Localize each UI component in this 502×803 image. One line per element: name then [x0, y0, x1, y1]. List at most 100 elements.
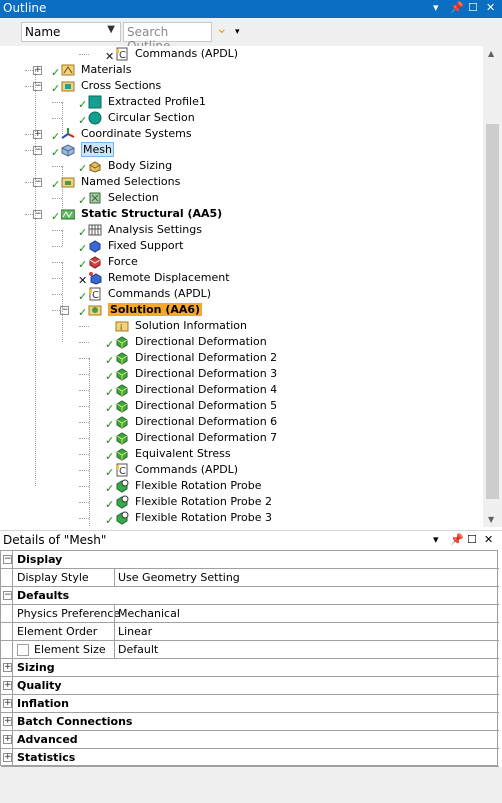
expand-icon[interactable]: + [33, 129, 42, 139]
tree-item[interactable]: +✓Coordinate Systems [0, 126, 483, 143]
tree-item[interactable]: ✓Directional Deformation 5 [0, 398, 483, 415]
tree-item-label: Analysis Settings [108, 223, 202, 236]
expand-icon[interactable]: + [3, 662, 12, 672]
tree-item[interactable]: −✓Solution (AA6) [0, 302, 483, 319]
check-status-icon: ✓ [105, 498, 115, 511]
tree-item[interactable]: −✓Mesh [0, 142, 483, 159]
collapse-icon[interactable]: − [3, 590, 12, 600]
details-category[interactable]: −Defaults [1, 587, 499, 605]
tree-connector [52, 278, 62, 279]
property-value[interactable]: Linear [118, 625, 153, 638]
collapse-icon[interactable]: − [33, 145, 42, 155]
close-icon[interactable]: ✕ [484, 533, 494, 546]
details-category[interactable]: +Quality [1, 677, 499, 695]
details-category[interactable]: −Display [1, 551, 499, 569]
tree-item[interactable]: ✓Flexible Rotation Probe 3 [0, 510, 483, 527]
expand-icon[interactable]: + [3, 698, 12, 708]
tree-item[interactable]: ✓Directional Deformation 7 [0, 430, 483, 447]
filter-dropdown-icon[interactable]: ▾ [235, 27, 240, 37]
tree-connector [52, 294, 62, 295]
details-category[interactable]: + Statistics [1, 749, 499, 767]
tree-item[interactable]: −✓Named Selections [0, 174, 483, 191]
tree-item[interactable]: −✓Cross Sections [0, 78, 483, 95]
tree-item[interactable]: ✓Flexible Rotation Probe 2 [0, 494, 483, 511]
tree-item[interactable]: ✓Extracted Profile1 [0, 94, 483, 111]
maximize-icon[interactable]: ☐ [467, 533, 477, 546]
property-value[interactable]: Use Geometry Setting [118, 571, 240, 584]
name-select[interactable]: Name ▼ [21, 22, 121, 42]
details-title: Details of "Mesh" [3, 533, 107, 547]
tree-item[interactable]: −✓Static Structural (AA5) [0, 206, 483, 223]
dropdown-icon[interactable]: ▾ [433, 533, 439, 546]
expand-icon[interactable]: + [3, 716, 12, 726]
scroll-thumb[interactable] [486, 124, 499, 499]
tree-item[interactable]: ✓Directional Deformation 6 [0, 414, 483, 431]
details-category[interactable]: +Batch Connections [1, 713, 499, 731]
collapse-icon[interactable]: − [33, 209, 42, 219]
tree-item[interactable]: ✓Directional Deformation 4 [0, 382, 483, 399]
check-status-icon: ✓ [105, 402, 115, 415]
tree-item-label: Mesh [81, 142, 114, 157]
collapse-icon[interactable]: − [3, 554, 12, 564]
property-checkbox[interactable] [17, 644, 29, 656]
tree-item[interactable]: ✓Fixed Support [0, 238, 483, 255]
name-select-value: Name [25, 25, 61, 39]
tree-item[interactable]: ✓Directional Deformation 2 [0, 350, 483, 367]
tree-item[interactable]: ✓Analysis Settings [0, 222, 483, 239]
tree-item[interactable]: ✓Circular Section [0, 110, 483, 127]
details-category[interactable]: +Inflation [1, 695, 499, 713]
expand-icon[interactable]: + [33, 65, 42, 75]
tree-item[interactable]: ✓Selection [0, 190, 483, 207]
collapse-icon[interactable]: − [33, 177, 42, 187]
search-input[interactable]: Search Outline [123, 22, 212, 53]
expand-icon[interactable]: + [3, 752, 12, 762]
outline-scrollbar[interactable]: ▲ ▼ [483, 46, 502, 527]
details-category[interactable]: + Advanced [1, 731, 499, 749]
tree-item[interactable]: ✓Directional Deformation 3 [0, 366, 483, 383]
expand-icon[interactable]: + [3, 680, 12, 690]
column-divider [114, 605, 115, 622]
tree-item-label: Directional Deformation 6 [135, 415, 278, 428]
result-icon [115, 431, 129, 445]
maximize-icon[interactable]: ☐ [468, 1, 478, 14]
scroll-up-icon[interactable]: ▲ [488, 49, 495, 58]
tree-connector [79, 374, 89, 375]
commands-icon: C [115, 463, 129, 477]
tree-item[interactable]: ✕Remote Displacement [0, 270, 483, 287]
tree-item[interactable]: ✓Directional Deformation [0, 334, 483, 351]
collapse-icon[interactable]: − [33, 81, 42, 91]
property-value[interactable]: Mechanical [118, 607, 180, 620]
pin-icon[interactable]: 📌 [450, 533, 464, 546]
tree-item[interactable]: ✓Equivalent Stress [0, 446, 483, 463]
details-category[interactable]: +Sizing [1, 659, 499, 677]
tree-item[interactable]: ✓Flexible Rotation Probe [0, 478, 483, 495]
filter-chevron-icon[interactable]: ⌄ [216, 21, 228, 37]
close-icon[interactable]: ✕ [486, 1, 496, 14]
property-value[interactable]: Default [118, 643, 159, 656]
expand-icon[interactable]: + [3, 734, 12, 744]
dropdown-icon[interactable]: ▾ [433, 1, 439, 14]
check-status-icon: ✓ [51, 178, 61, 191]
check-status-icon: ✓ [105, 354, 115, 367]
tree-item-label: Directional Deformation 7 [135, 431, 278, 444]
check-status-icon: ✓ [78, 114, 88, 127]
category-label: Statistics [17, 751, 76, 764]
category-label: Advanced [17, 733, 78, 746]
tree-item[interactable]: +✓Materials [0, 62, 483, 79]
tree-item[interactable]: ✓Force [0, 254, 483, 271]
pin-icon[interactable]: 📌 [450, 1, 464, 14]
check-status-icon: ✓ [78, 162, 88, 175]
scroll-down-icon[interactable]: ▼ [488, 515, 495, 524]
tree-item[interactable]: ✓Body Sizing [0, 158, 483, 175]
check-status-icon: ✓ [105, 386, 115, 399]
collapse-icon[interactable]: − [60, 305, 69, 315]
tree-connector [79, 342, 89, 343]
